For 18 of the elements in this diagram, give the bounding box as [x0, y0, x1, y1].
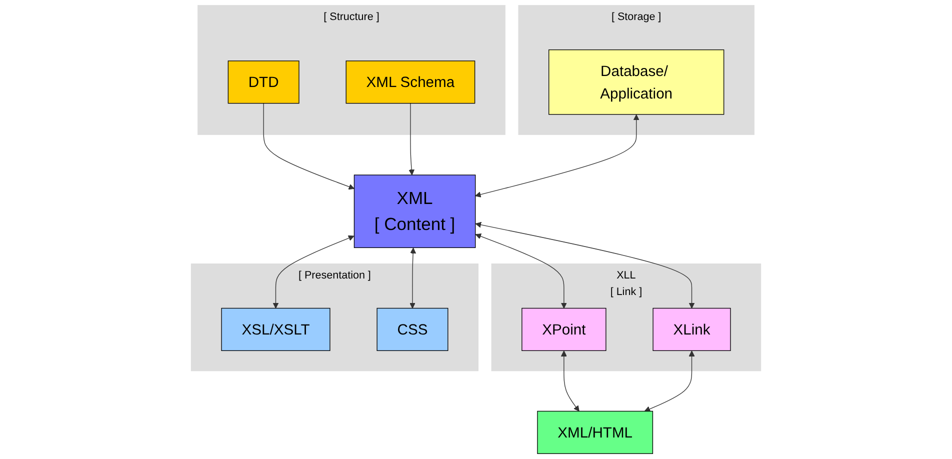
arrow — [272, 235, 354, 309]
node-box: XML/HTML — [537, 410, 654, 454]
arrow — [644, 350, 695, 412]
node-box: XML Schema — [346, 60, 476, 104]
node-box: CSS — [376, 308, 448, 351]
arrow — [408, 102, 415, 176]
node-box: XSL/XSLT — [221, 308, 330, 351]
node-box: Database/ Application — [548, 49, 724, 115]
node-box: DTD — [228, 60, 300, 104]
arrow — [475, 114, 640, 198]
arrow — [560, 350, 580, 412]
arrow — [475, 234, 567, 309]
arrow — [410, 248, 416, 309]
node-box: XML [ Content ] — [354, 174, 476, 248]
arrow — [263, 102, 354, 190]
node-box: XLink — [652, 308, 731, 351]
node-box: XPoint — [522, 308, 606, 351]
arrow — [475, 222, 695, 309]
